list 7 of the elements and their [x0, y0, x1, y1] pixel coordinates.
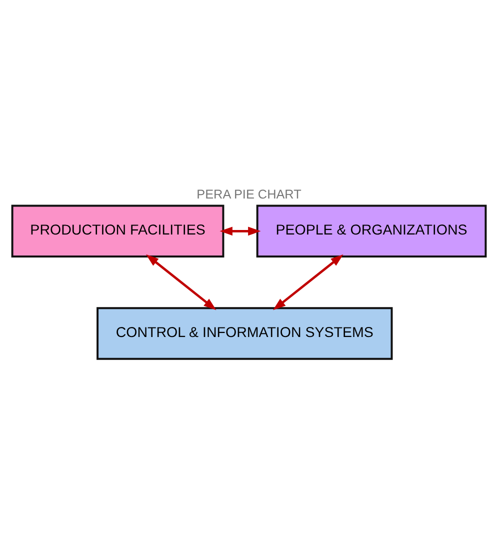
node-box: PRODUCTION FACILITIES — [11, 204, 224, 258]
diagram-title: PERA PIE CHART — [196, 186, 302, 201]
arrow — [146, 254, 216, 310]
node-box: CONTROL & INFORMATION SYSTEMS — [96, 306, 393, 360]
node-box: PEOPLE & ORGANIZATIONS — [256, 204, 487, 258]
arrow — [272, 254, 344, 310]
arrow — [220, 226, 261, 236]
